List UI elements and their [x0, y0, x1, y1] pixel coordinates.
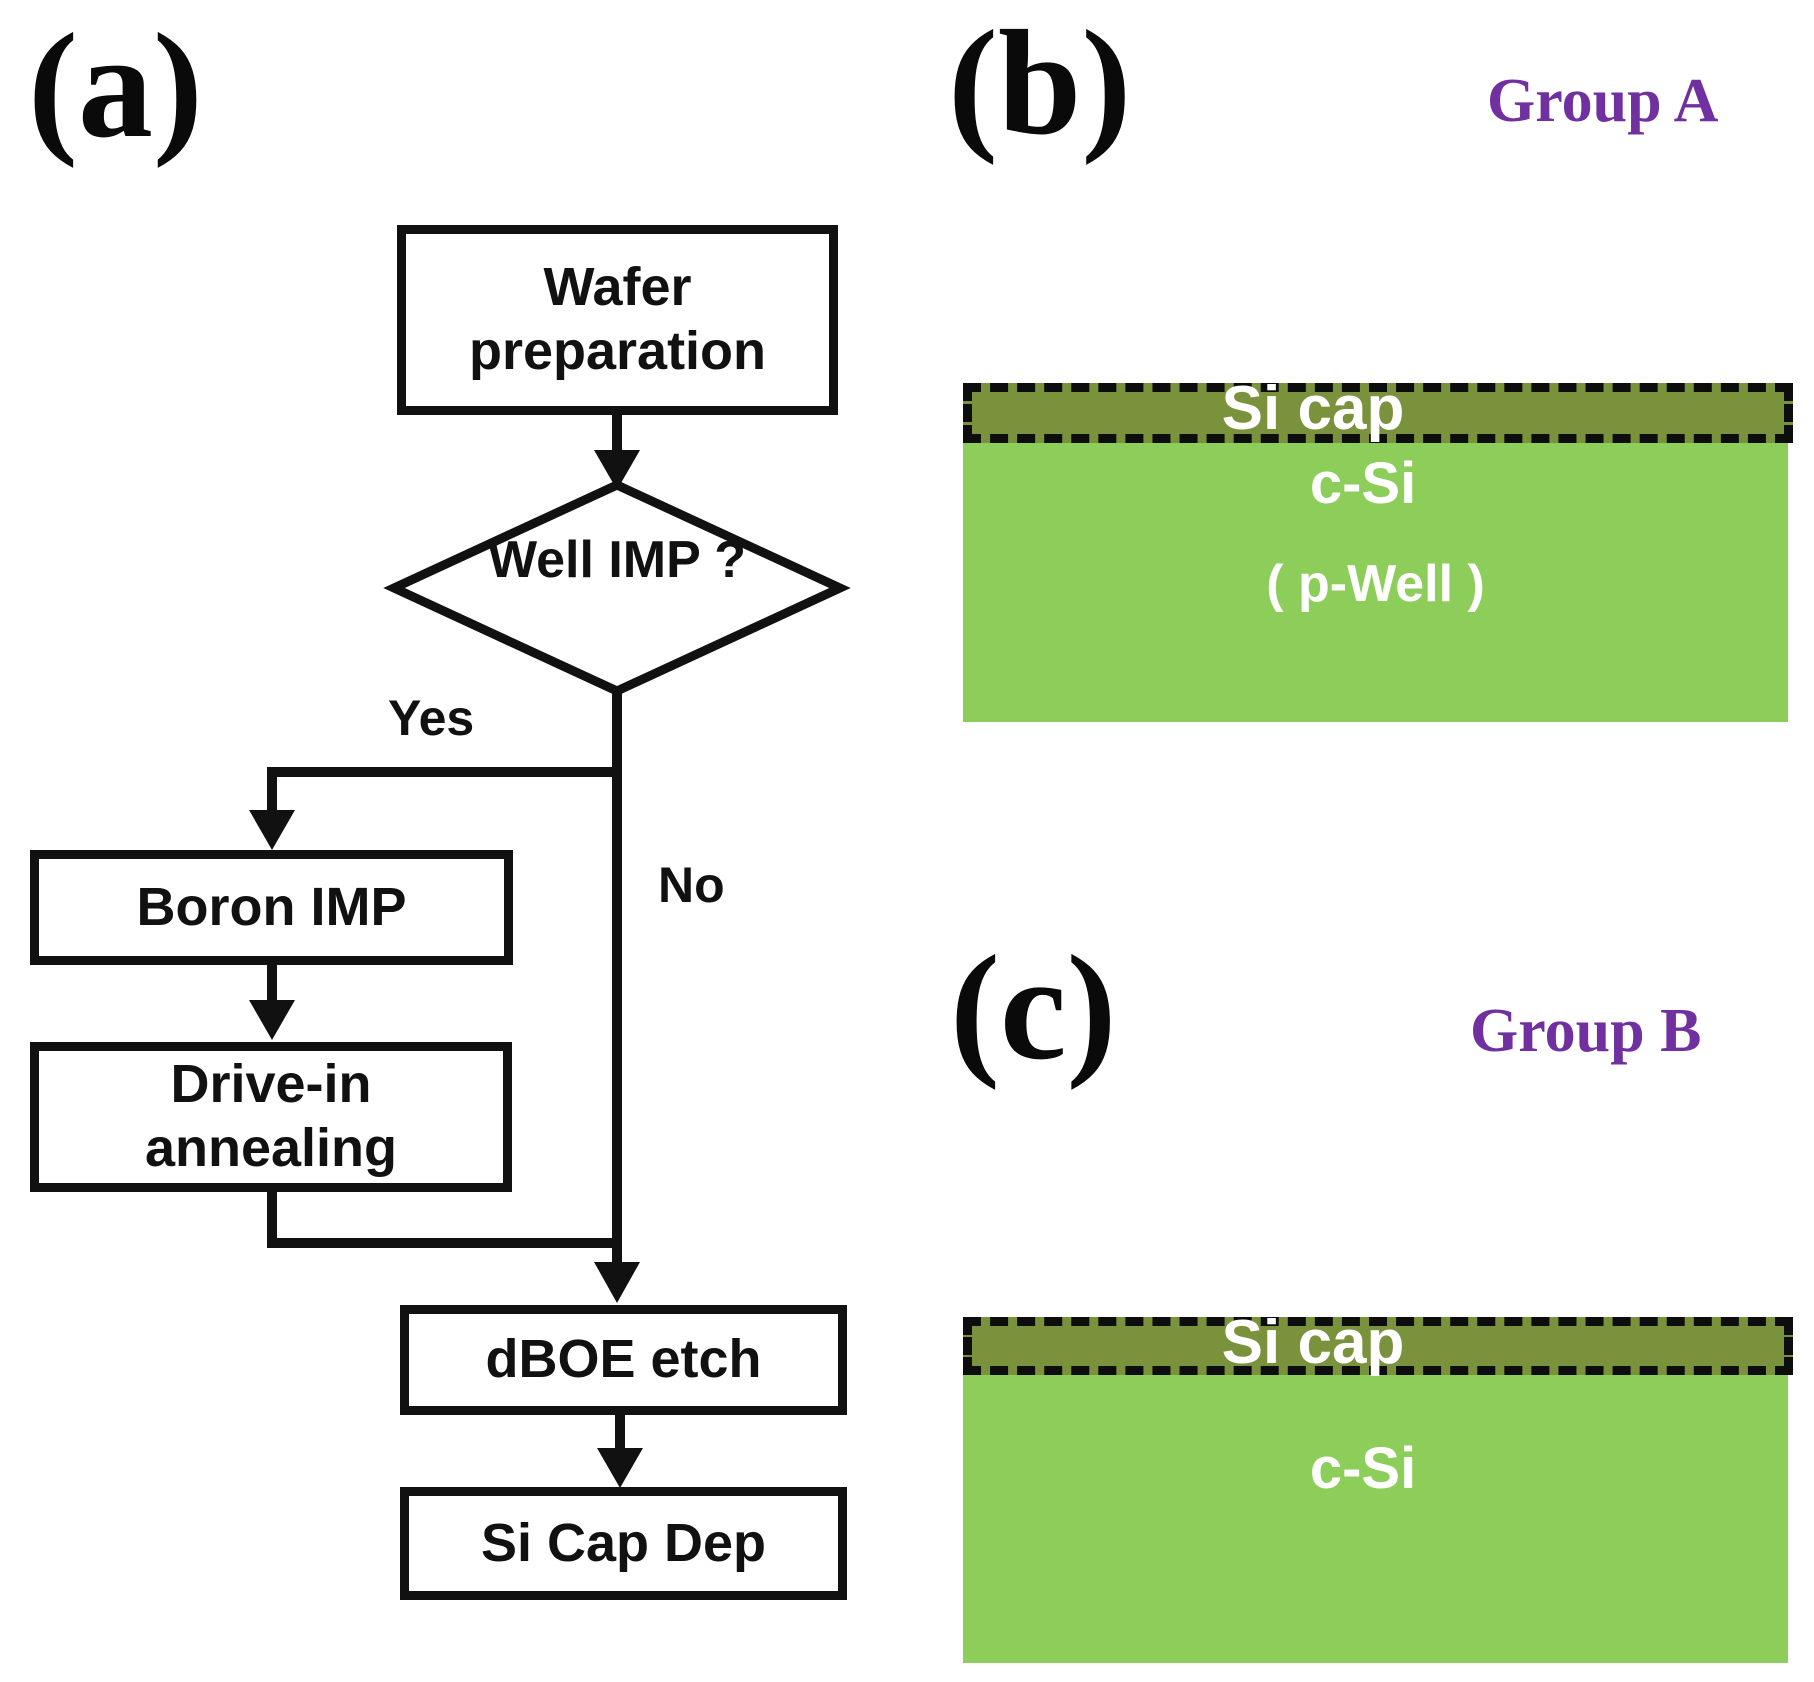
arrowhead-wafer-to-decision [594, 450, 640, 490]
panel-b-label: (b) [948, 0, 1132, 166]
group-a-c-si-text: c-Si [1309, 451, 1417, 516]
flowchart-step-boron-imp: Boron IMP [30, 850, 513, 965]
group-b-c-si-layer [963, 1375, 1788, 1663]
arrowhead-into-drivein [249, 1000, 295, 1040]
flowchart-decision-well-imp: Well IMP ? [487, 531, 747, 589]
panel-c-label: (c) [950, 925, 1117, 1091]
no-branch-label: No [658, 857, 725, 913]
flowchart-step-drive-in-annealing: Drive-in annealing [30, 1042, 512, 1192]
yes-branch-line [267, 767, 617, 816]
group-a-p-well-text: ( p-Well ) [1266, 555, 1485, 613]
group-a-label: Group A [1487, 67, 1719, 135]
arrowhead-into-dboe [594, 1262, 640, 1303]
group-b-si-cap-layer [963, 1317, 1793, 1375]
arrowhead-into-sicapdep [597, 1448, 643, 1488]
group-b-c-si-text: c-Si [1309, 1436, 1417, 1501]
group-a-c-si-layer [963, 443, 1788, 722]
flowchart-step-wafer-preparation: Wafer preparation [397, 225, 838, 415]
yes-branch-label: Yes [388, 690, 475, 746]
flowchart-step-dboe-etch: dBOE etch [400, 1305, 847, 1415]
group-b-si-cap-text: Si cap [1221, 1308, 1405, 1377]
panel-a-label: (a) [28, 3, 203, 169]
group-b-label: Group B [1470, 997, 1702, 1065]
merge-line-drivein-to-main [267, 1192, 617, 1248]
group-a-si-cap-text: Si cap [1221, 374, 1405, 443]
group-a-si-cap-layer [963, 383, 1793, 443]
flowchart-step-si-cap-dep: Si Cap Dep [400, 1487, 847, 1600]
arrowhead-into-boron [249, 810, 295, 850]
